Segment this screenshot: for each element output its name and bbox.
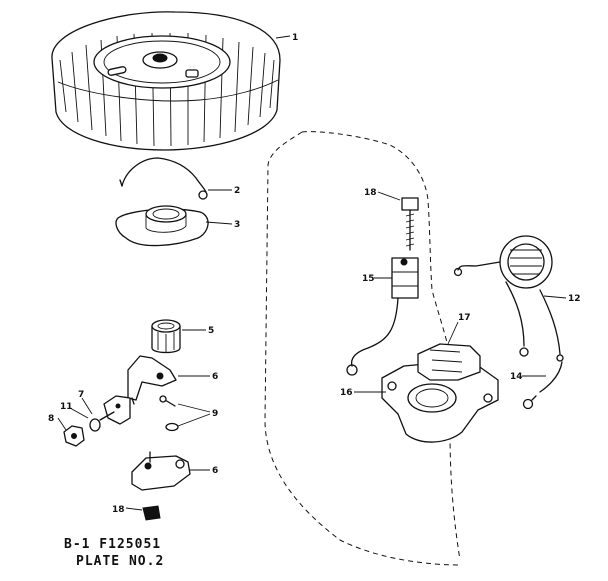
callout-3: 3 [234, 220, 240, 230]
ignition-coil-part [453, 235, 564, 362]
callout-6-upper: 6 [212, 372, 218, 382]
plate-code: B-1 F125051 [64, 537, 161, 552]
leader-lines [57, 35, 567, 511]
callout-17: 17 [458, 313, 471, 323]
wire-spring-part [119, 157, 208, 200]
breaker-arm-part [127, 355, 177, 405]
screw-part [401, 197, 419, 251]
bushing-part [151, 319, 181, 354]
callout-15: 15 [362, 274, 375, 284]
nut-washer-part [63, 418, 101, 447]
mounting-plate-part [131, 451, 191, 491]
callout-12: 12 [568, 294, 581, 304]
coil-bracket-part [381, 343, 499, 443]
dashed-assembly-outline [264, 131, 461, 566]
callout-8: 8 [48, 414, 54, 424]
plate-number: PLATE NO.2 [76, 554, 164, 569]
points-bracket-part [99, 395, 131, 425]
callout-9: 9 [212, 409, 218, 419]
callout-18-upper: 18 [364, 188, 377, 198]
air-vane-part [115, 205, 209, 247]
callout-2: 2 [234, 186, 240, 196]
flywheel-part [51, 11, 281, 151]
spark-plug-wire-part [522, 361, 563, 410]
callout-1: 1 [292, 33, 298, 43]
callout-18-lower: 18 [112, 505, 125, 515]
callout-7: 7 [78, 390, 84, 400]
condenser-part [346, 257, 419, 376]
screw-washer-part [159, 395, 179, 432]
clip-part [142, 505, 161, 521]
callout-14: 14 [510, 372, 523, 382]
callout-5: 5 [208, 326, 214, 336]
callout-16: 16 [340, 388, 353, 398]
callout-6-lower: 6 [212, 466, 218, 476]
callout-11: 11 [60, 402, 73, 412]
